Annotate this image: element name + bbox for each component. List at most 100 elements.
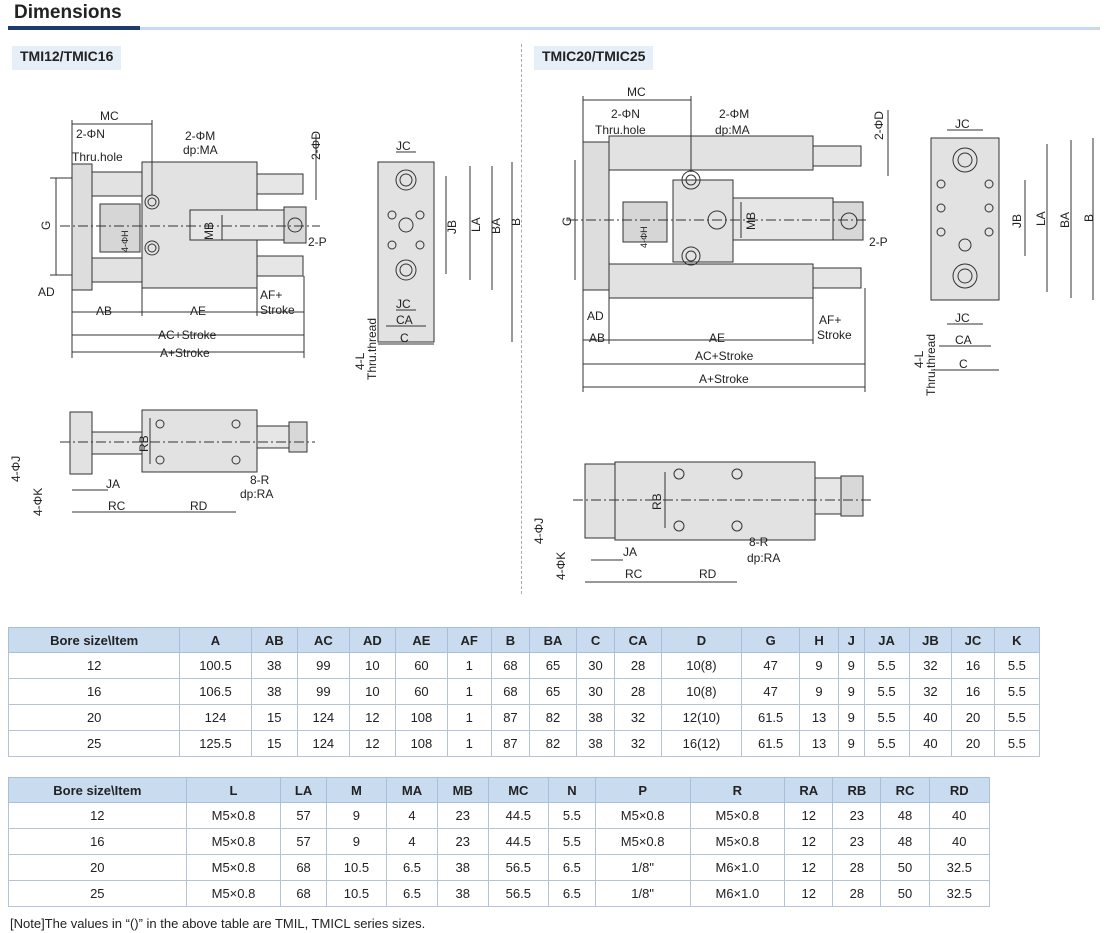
table-cell: 4 xyxy=(386,802,438,829)
table-cell: 6.5 xyxy=(386,880,438,907)
table-cell: 28 xyxy=(614,652,662,679)
label-r: 8-R xyxy=(250,473,270,487)
table-cell: 9 xyxy=(799,652,839,679)
table-cell: 12 xyxy=(7,652,181,679)
label-k: 4-ΦK xyxy=(554,552,568,580)
table-cell: 9 xyxy=(837,678,865,705)
table-cell: 1 xyxy=(446,730,492,757)
table-cell: 68 xyxy=(490,652,531,679)
table-note: [Note]The values in “()” in the above ta… xyxy=(10,916,426,931)
label-rb: RB xyxy=(137,435,151,452)
table-header-cell: D xyxy=(660,627,743,653)
table-cell: 4 xyxy=(386,828,438,855)
table-cell: 99 xyxy=(296,652,350,679)
label-k: 4-ΦK xyxy=(31,488,45,516)
table-header-cell: RC xyxy=(880,777,930,803)
table-cell: 50 xyxy=(880,854,930,881)
label-h: 4-ΦH xyxy=(639,226,649,248)
left-drawing: MC 2-ΦN Thru.hole 2-ΦM dp:MA 2-ΦD G 4-ΦH… xyxy=(9,109,521,516)
label-ae: AE xyxy=(190,304,206,318)
table-cell: 20 xyxy=(8,854,187,881)
table-cell: 16 xyxy=(951,678,995,705)
table-cell: 5.5 xyxy=(993,678,1041,705)
table-cell: 16 xyxy=(8,828,187,855)
table-header-cell: M xyxy=(325,777,388,803)
label-dpma: dp:MA xyxy=(715,123,750,137)
table-cell: 10(8) xyxy=(660,652,743,679)
table-cell: 32 xyxy=(614,730,662,757)
label-ja: JA xyxy=(106,477,120,491)
label-l: 4-L xyxy=(912,350,926,368)
table-header-cell: AF xyxy=(446,627,492,653)
left-bottom-view xyxy=(60,409,315,513)
label-a: A+Stroke xyxy=(699,372,749,386)
table-cell: 124 xyxy=(179,704,252,731)
label-thru-hole: Thru.hole xyxy=(72,150,123,164)
table-header-cell: Bore size\Item xyxy=(8,777,187,803)
table-cell: 30 xyxy=(575,652,616,679)
label-jc2: JC xyxy=(955,311,970,325)
table-cell: M5×0.8 xyxy=(185,828,282,855)
label-rd: RD xyxy=(190,499,208,513)
table-header-cell: A xyxy=(179,627,252,653)
table-cell: 38 xyxy=(436,854,489,881)
section-divider xyxy=(521,44,522,594)
label-c: C xyxy=(400,331,409,345)
table-cell: 12 xyxy=(348,730,397,757)
table-cell: 1 xyxy=(446,678,492,705)
table-cell: 60 xyxy=(395,652,448,679)
table-cell: 13 xyxy=(799,730,839,757)
label-b: B xyxy=(509,218,521,226)
table-cell: 23 xyxy=(832,802,882,829)
label-thru-thread: Thru.thread xyxy=(365,318,379,380)
label-ac: AC+Stroke xyxy=(695,349,754,363)
table-cell: 12 xyxy=(784,880,834,907)
table-cell: 44.5 xyxy=(487,828,549,855)
table-header-cell: JA xyxy=(863,627,910,653)
label-ad: AD xyxy=(38,285,55,299)
table-cell: 12 xyxy=(348,704,397,731)
table-header-cell: MA xyxy=(386,777,438,803)
table-header-cell: RB xyxy=(832,777,882,803)
label-ja: JA xyxy=(623,545,637,559)
table-cell: 6.5 xyxy=(547,880,596,907)
table-cell: 5.5 xyxy=(863,704,910,731)
table-cell: 38 xyxy=(575,730,616,757)
label-mc: MC xyxy=(100,109,119,123)
table-cell: M6×1.0 xyxy=(689,880,786,907)
table-header-cell: MB xyxy=(436,777,489,803)
table-cell: 32 xyxy=(908,678,953,705)
table-cell: 108 xyxy=(395,730,448,757)
left-top-view xyxy=(50,120,320,358)
label-mb: MB xyxy=(744,212,758,230)
table-cell: 50 xyxy=(880,880,930,907)
table-cell: 56.5 xyxy=(487,854,549,881)
label-j: 4-ΦJ xyxy=(9,456,23,482)
table-header-cell: N xyxy=(547,777,596,803)
table-header-cell: AB xyxy=(250,627,298,653)
table-header-cell: G xyxy=(741,627,801,653)
table-header-cell: BA xyxy=(529,627,577,653)
table-header-cell: Bore size\Item xyxy=(7,627,181,653)
table-cell: 16 xyxy=(7,678,181,705)
table-cell: 12(10) xyxy=(660,704,743,731)
table-header-cell: RA xyxy=(784,777,834,803)
table-cell: 20 xyxy=(951,730,995,757)
table-cell: 87 xyxy=(490,730,531,757)
label-d: 2-ΦD xyxy=(309,131,323,160)
table-cell: 9 xyxy=(325,802,388,829)
label-la: LA xyxy=(1034,211,1048,226)
table-cell: 9 xyxy=(837,730,865,757)
table-cell: M5×0.8 xyxy=(689,802,786,829)
label-jc: JC xyxy=(955,117,970,131)
label-ad: AD xyxy=(587,309,604,323)
label-c: C xyxy=(959,357,968,371)
label-ba: BA xyxy=(1058,212,1072,228)
label-r: 8-R xyxy=(749,535,769,549)
table-cell: 20 xyxy=(951,704,995,731)
